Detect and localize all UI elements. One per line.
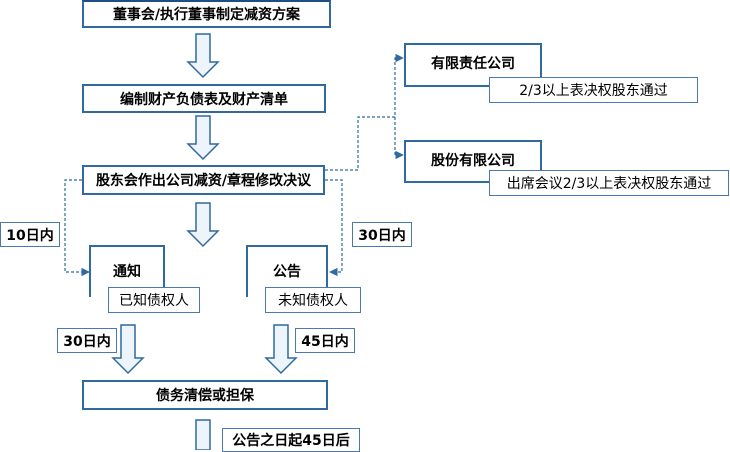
joint-stock-rule: 出席会议2/3以上表决权股东通过 (489, 170, 729, 196)
announce-deadline-label: 30日内 (352, 222, 412, 247)
llc-title: 有限责任公司 (431, 56, 515, 72)
final-note-text: 公告之日起45日后 (232, 433, 350, 449)
announce-deadline-text: 30日内 (358, 227, 406, 244)
announce-box: 公告 (246, 245, 328, 297)
block-arrow-announce (264, 324, 298, 375)
dashed-connectors (64, 53, 404, 277)
notify-target-text: 已知债权人 (119, 293, 189, 309)
notify-reply-label: 30日内 (57, 328, 117, 353)
final-note: 公告之日起45日后 (222, 428, 360, 452)
announce-reply-label: 45日内 (295, 328, 355, 353)
block-arrow-1 (186, 33, 220, 79)
notify-deadline-text: 10日内 (6, 227, 54, 244)
step-resolution: 股东会作出公司减资/章程修改决议 (82, 165, 325, 195)
announce-reply-text: 45日内 (301, 333, 349, 350)
notify-title: 通知 (113, 264, 141, 280)
step-plan-label: 董事会/执行董事制定减资方案 (112, 7, 301, 23)
step-settlement-label: 债务清偿或担保 (156, 388, 254, 404)
notify-reply-text: 30日内 (63, 333, 111, 350)
block-arrow-final (195, 419, 211, 450)
announce-target: 未知债权人 (265, 287, 361, 313)
step-plan: 董事会/执行董事制定减资方案 (82, 0, 331, 28)
joint-stock-title: 股份有限公司 (431, 153, 515, 169)
block-arrow-notify (111, 324, 145, 375)
announce-title: 公告 (273, 264, 301, 280)
joint-stock-rule-text: 出席会议2/3以上表决权股东通过 (506, 176, 712, 192)
notify-deadline-label: 10日内 (0, 222, 60, 247)
announce-target-text: 未知债权人 (278, 293, 348, 309)
notify-target: 已知债权人 (108, 287, 200, 313)
block-arrow-3 (186, 202, 220, 248)
step-settlement: 债务清偿或担保 (82, 380, 328, 410)
llc-rule: 2/3以上表决权股东通过 (489, 77, 698, 103)
llc-rule-text: 2/3以上表决权股东通过 (519, 83, 668, 99)
step-balance-sheet-label: 编制财产负债表及财产清单 (120, 91, 288, 108)
step-balance-sheet: 编制财产负债表及财产清单 (82, 84, 326, 113)
step-resolution-label: 股东会作出公司减资/章程修改决议 (95, 173, 312, 189)
block-arrow-2 (186, 115, 220, 161)
